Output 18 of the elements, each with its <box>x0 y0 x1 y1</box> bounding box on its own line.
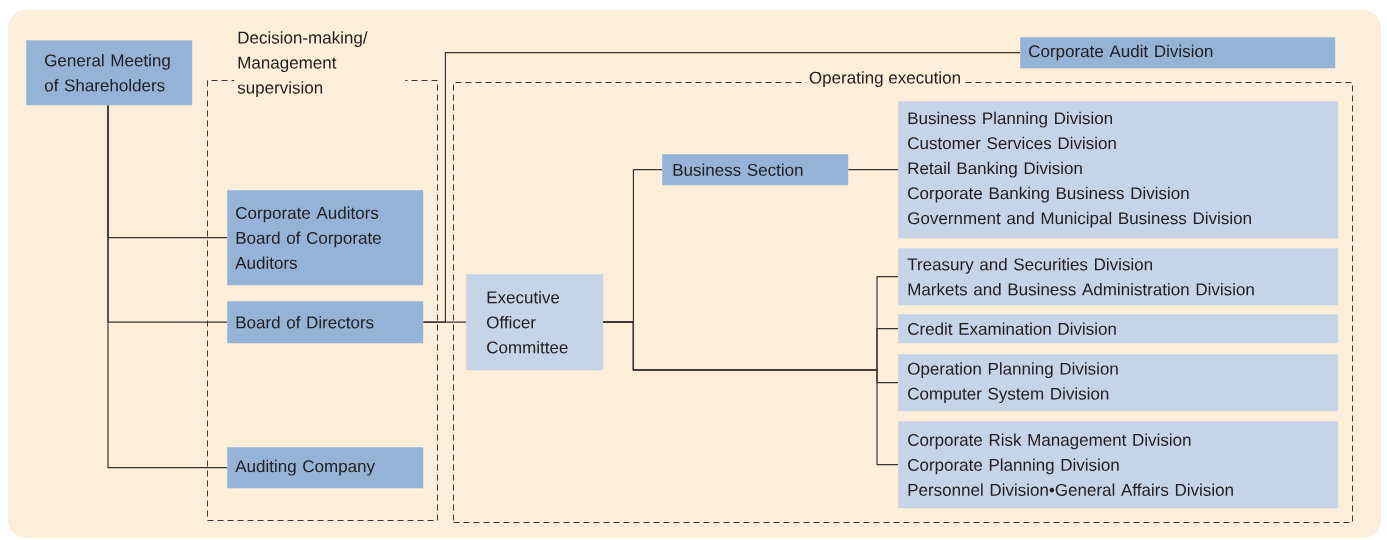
group-heading: Operating execution <box>805 68 965 91</box>
auditors-box: Corporate Auditors Board of Corporate Auditors <box>227 190 424 286</box>
connector-line <box>602 276 899 466</box>
connector-line <box>422 52 1021 323</box>
committee-box: Executive Officer Committee <box>466 274 604 371</box>
board-box: Board of Directors <box>227 301 424 344</box>
connector-line <box>107 104 228 469</box>
group-heading: Decision-making/ Management supervision <box>234 28 406 101</box>
division-box: Treasury and Securities Division Markets and Business Administration Division <box>898 248 1339 306</box>
division-box: Credit Examination Division <box>898 314 1339 344</box>
division-box: Operation Planning Division Computer System Division <box>898 354 1339 412</box>
shareholders-box: General Meeting of Shareholders <box>26 40 193 106</box>
section-box: Business Section <box>662 154 849 186</box>
audit-division-box: Corporate Audit Division <box>1020 37 1336 69</box>
division-box: Business Planning Division Customer Services Division Retail Banking Division Corporate Banking Business Division Government and Municipal Business Division <box>898 101 1339 239</box>
division-box: Corporate Risk Management Division Corporate Planning Division Personnel Division•General Affairs Division <box>898 421 1339 509</box>
auditing-company-box: Auditing Company <box>227 447 424 489</box>
connector-line <box>847 169 899 171</box>
